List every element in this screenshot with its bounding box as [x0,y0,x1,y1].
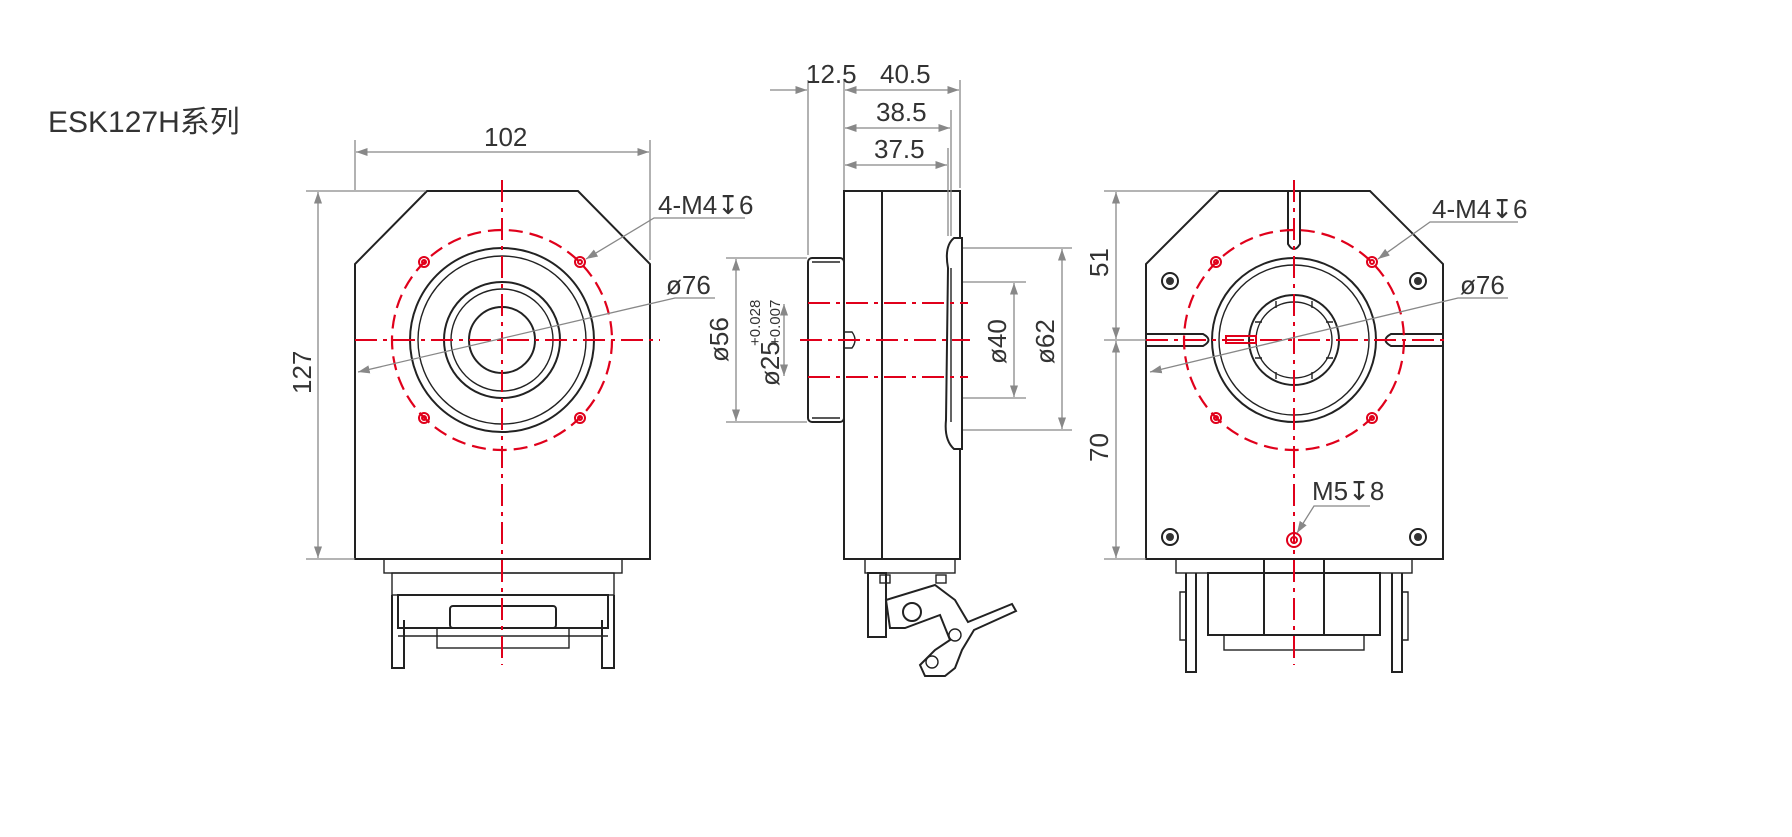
side-shaft-tol-lower: +0.007 [767,300,784,346]
side-clamp-pin [948,628,962,642]
rear-hole-leader [1377,221,1518,260]
rear-lower-dim: 70 [1084,433,1114,462]
side-flange-dim: 12.5 [806,59,857,89]
rear-mounting-holes [1210,256,1378,424]
side-shaft-tol-upper: +0.028 [747,300,764,346]
side-connector-base [864,558,956,574]
side-outer-dia: ø62 [1030,319,1060,364]
side-clamp-pivot [902,602,922,622]
front-view: 102 127 4-M4↧6 ø76 [287,122,753,669]
front-hole-leader [585,217,745,260]
side-inner-dia: ø40 [982,319,1012,364]
side-body-dim: 37.5 [874,134,925,164]
rear-corner-screws [1161,272,1427,546]
front-pcd-leader [357,297,715,374]
side-shaft-dia: ø25 [755,341,785,386]
front-height-dim: 127 [287,351,317,394]
side-flange-dia: ø56 [704,317,734,362]
side-clamp-lever [884,583,1018,677]
rear-hole-callout: 4-M4↧6 [1432,194,1527,224]
rear-upper-dim: 51 [1084,248,1114,277]
rear-hub-segments [1255,301,1333,379]
front-width-dim: 102 [484,122,527,152]
front-hole-callout: 4-M4↧6 [658,190,753,220]
rear-center-hole-leader [1296,505,1370,534]
front-connector-legs [391,595,615,669]
side-view: 12.5 40.5 38.5 37.5 ø56 ø25 +0.028 +0.00… [704,59,1072,677]
front-mounting-holes [418,256,586,424]
rear-slot-left [1146,333,1210,347]
side-mid-dim: 38.5 [876,97,927,127]
rear-view: 51 70 4-M4↧6 ø76 M5↧8 [1084,180,1527,673]
series-title: ESK127H系列 [48,106,240,139]
front-pcd-callout: ø76 [666,270,711,300]
rear-pcd-callout: ø76 [1460,270,1505,300]
rear-pcd-leader [1149,297,1508,374]
side-housing [843,190,961,560]
side-ring-profile [944,237,963,450]
rear-center-hole-callout: M5↧8 [1312,476,1384,506]
side-total-dim: 40.5 [880,59,931,89]
